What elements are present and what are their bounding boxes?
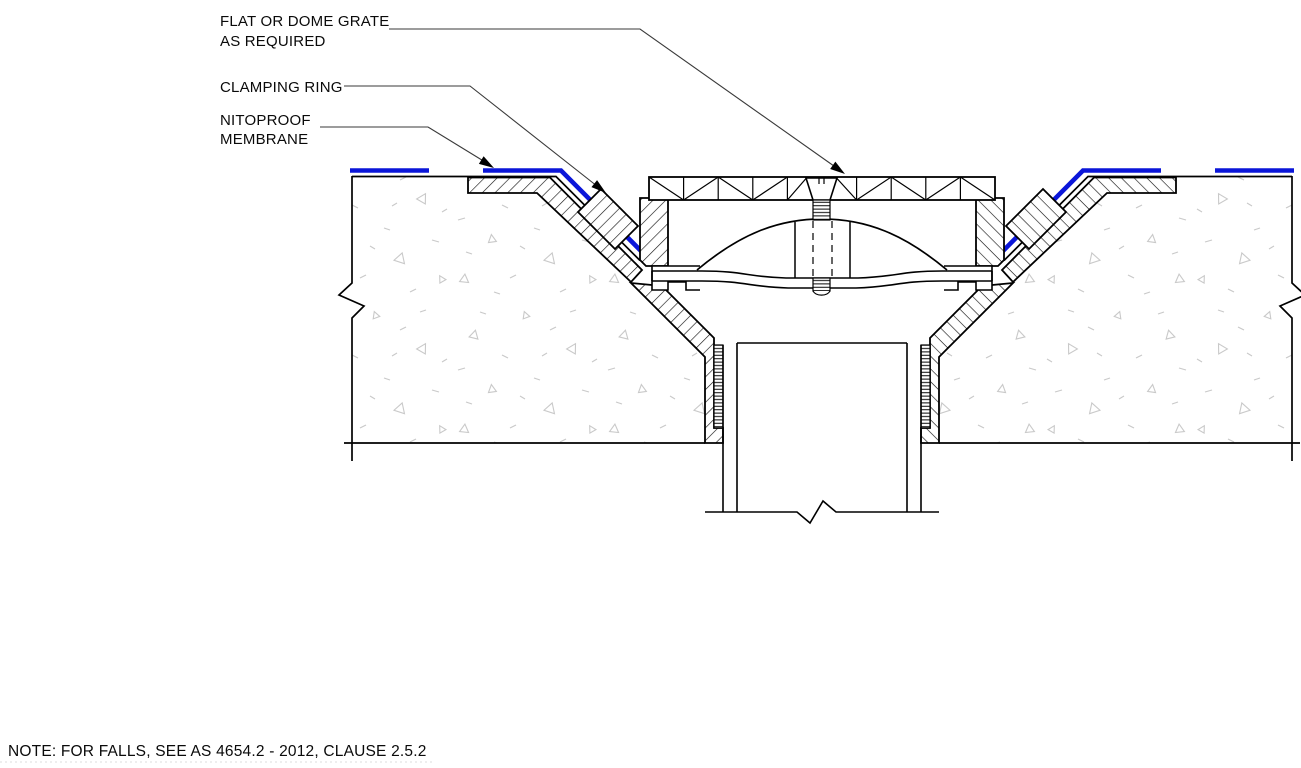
clamping-ring — [576, 187, 640, 251]
drain-section-right-half — [921, 171, 1301, 462]
grate-leader-line — [389, 28, 842, 172]
dome-curve — [696, 218, 948, 271]
leader-arrowheads — [478, 156, 845, 193]
slab-break-edge — [337, 176, 366, 461]
grate-hatch-pattern — [648, 176, 996, 201]
screw-tail-end — [812, 290, 831, 296]
membrane-callout-line2: MEMBRANE — [220, 131, 308, 148]
arrowhead-icon — [830, 161, 845, 174]
grate-seat-rim — [639, 197, 669, 267]
pipe-break-line — [705, 499, 939, 525]
outlet-pipe — [705, 342, 939, 525]
drain-section-left-half — [337, 168, 724, 461]
clamping-slot — [651, 265, 700, 291]
grate — [648, 176, 996, 221]
screw-slot — [818, 178, 825, 184]
membrane-callout-line1: NITOPROOF — [220, 112, 311, 129]
drain-body-flange — [467, 176, 644, 284]
membrane-leader-line — [320, 126, 491, 166]
threaded-outlet-connection — [713, 344, 724, 429]
arrowhead-icon — [478, 156, 494, 168]
clamping-ring-callout: CLAMPING RING — [220, 79, 343, 96]
leader-lines — [320, 28, 842, 191]
grate-callout-line1: FLAT OR DOME GRATE — [220, 13, 389, 30]
dome-baffle — [651, 218, 993, 296]
concrete-slab — [352, 176, 705, 443]
clamping-ring-leader-line — [344, 85, 603, 191]
arrowhead-icon — [591, 180, 606, 193]
screw-tail-threads — [812, 277, 831, 292]
callout-labels: FLAT OR DOME GRATE AS REQUIRED CLAMPING … — [220, 13, 389, 148]
screw-shank-threads — [812, 199, 831, 221]
grate-callout-line2: AS REQUIRED — [220, 33, 326, 50]
falls-note: NOTE: FOR FALLS, SEE AS 4654.2 - 2012, C… — [8, 743, 427, 760]
